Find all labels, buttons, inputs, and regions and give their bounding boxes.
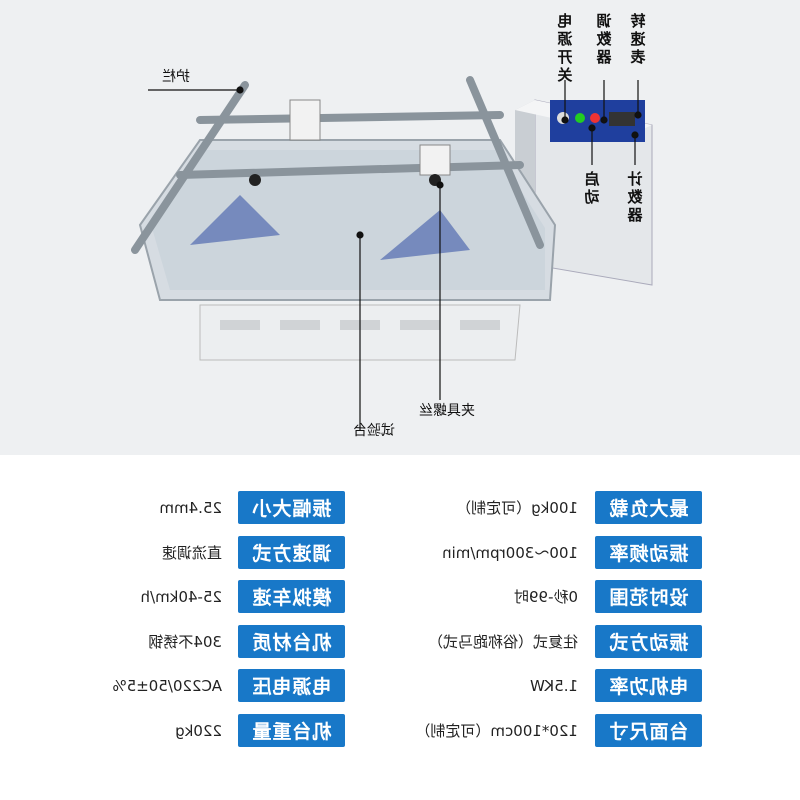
spec-label: 电机功率 [595, 669, 702, 702]
spec-label: 设时范围 [595, 580, 702, 613]
spec-label: 振幅大小 [238, 491, 345, 524]
spec-value: 304不锈钢 [148, 633, 222, 651]
clamp-right [289, 99, 321, 141]
adjust-device-label: 调数器 [596, 12, 612, 66]
spec-label: 调速方式 [238, 536, 345, 569]
table-top [138, 139, 557, 301]
machine-illustration [0, 0, 800, 455]
spec-value: 100kg（可定制） [456, 499, 578, 517]
spec-value: 0秒-99时 [513, 588, 578, 606]
spec-value: 220kg [175, 721, 222, 740]
clamp-screw-label: 夹具螺丝 [419, 403, 475, 419]
spec-value: 25-40km/h [140, 587, 222, 606]
machine-photo: 护栏 试验台 夹具螺丝 电源开关 调数器 转速表 启动 计数器 [0, 0, 800, 455]
spec-value: AC220/50±5% [112, 676, 222, 695]
guardrail-label: 护栏 [162, 69, 190, 85]
spec-label: 台面尺寸 [595, 714, 702, 747]
spec-value: 25.4mm [159, 498, 222, 517]
spec-label: 模拟车速 [238, 580, 345, 613]
spec-label: 电源电压 [238, 669, 345, 702]
counter-label: 计数器 [627, 170, 643, 224]
clamp-left [419, 144, 451, 176]
spec-label: 振动方式 [595, 625, 702, 658]
spec-table: 最大负载 100kg（可定制） 振动频率 100～300rpm/min 设时范围… [0, 455, 800, 800]
test-table-label: 试验台 [353, 423, 395, 439]
callout-lines [148, 80, 642, 430]
spec-label: 最大负载 [595, 491, 702, 524]
power-switch-label: 电源开关 [557, 12, 573, 84]
start-button[interactable] [590, 113, 600, 123]
start-label: 启动 [584, 170, 600, 206]
spec-label: 机台重量 [238, 714, 345, 747]
speed-display [609, 112, 635, 126]
guardrail-frame [131, 76, 544, 254]
spec-value: 1.5KW [530, 676, 578, 695]
spec-value: 直流调速 [161, 544, 222, 562]
spec-value: 往复式（俗称跑马式） [427, 633, 578, 651]
spec-value: 120*100cm（可定制） [415, 722, 578, 740]
tachometer-label: 转速表 [630, 12, 646, 66]
spec-label: 机台材质 [238, 625, 345, 658]
spec-label: 振动频率 [595, 536, 702, 569]
spec-value: 100～300rpm/min [442, 544, 578, 562]
